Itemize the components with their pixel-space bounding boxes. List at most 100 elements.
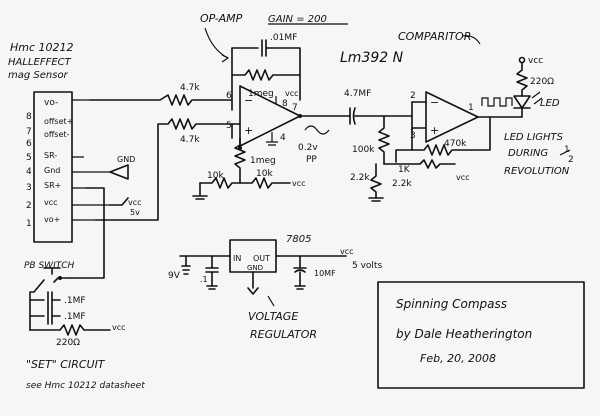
chip-pins: 8 vo- 7 offset+ 6 offset- 5 SR- 4 Gnd 3 … <box>26 98 73 229</box>
comparator-minus: − <box>430 96 439 109</box>
set-note: see Hmc 10212 datasheet <box>26 381 145 391</box>
feedback-r-label: 1meg <box>248 89 274 99</box>
regulator-part: 7805 <box>286 234 311 245</box>
chip-type-label: HALLEFFECT <box>8 57 72 68</box>
square-wave-icon <box>481 97 513 107</box>
reg-vin: 9V <box>168 271 181 281</box>
opamp-block: OP-AMP GAIN = 200 .01MF 1meg − + 6 5 7 8… <box>200 12 351 165</box>
sine-wave-icon <box>304 125 330 135</box>
ground-symbol-chip: GND <box>109 155 135 180</box>
title-block: Spinning Compass by Dale Heatherington F… <box>377 281 585 389</box>
opamp-gain: GAIN = 200 <box>268 14 327 25</box>
led-resistor-label: 220Ω <box>530 77 554 87</box>
r-470k-label: 470k <box>444 139 467 149</box>
chip-body <box>33 91 73 243</box>
pb-switch-label: PB SWITCH <box>24 261 75 271</box>
drawing-title: Spinning Compass <box>396 297 507 311</box>
opamp-pin-out: 7 <box>292 103 298 113</box>
opamp-vcc: vcc <box>285 89 299 98</box>
reg-in-label: IN <box>233 254 241 263</box>
led-note-1: LED LIGHTS <box>504 132 564 143</box>
vcc-5v-text: vcc <box>128 198 142 207</box>
led-diode-icon <box>513 95 531 109</box>
bias-r-label: 1meg <box>250 156 276 166</box>
r-10k-b-label: 10k <box>256 169 273 179</box>
vcc-5v-label: vcc 5v <box>109 197 142 217</box>
opamp-pin-plus: 5 <box>226 121 232 131</box>
pin-num-6: 6 <box>26 139 32 149</box>
reg-title-2: REGULATOR <box>250 328 317 341</box>
pin-label-6: offset- <box>44 130 70 139</box>
led-note-2: DURING <box>508 148 548 159</box>
reg-cout: 10MF <box>314 269 336 278</box>
led-label: LED <box>540 98 560 109</box>
led-note-3: REVOLUTION <box>504 166 570 177</box>
led-vcc: vcc <box>528 56 543 66</box>
opamp-title: OP-AMP <box>200 12 243 25</box>
pin-num-1: 1 <box>26 219 32 229</box>
chip-sensor-label: mag Sensor <box>8 70 69 81</box>
coupling-cap-label: 4.7MF <box>344 89 371 99</box>
r-22k-a-label: 2.2k <box>350 173 370 183</box>
r-in1-label: 4.7k <box>180 83 200 93</box>
r-10k-a-label: 10k <box>207 171 224 181</box>
comparator-triangle <box>425 91 479 143</box>
pin-num-7: 7 <box>26 127 32 137</box>
pin-label-5: SR- <box>44 151 57 160</box>
led-frac-top: 1 <box>564 145 570 155</box>
signal-amplitude: 0.2v <box>298 143 318 153</box>
opamp-pin-vcc: 8 <box>282 99 288 109</box>
set-circuit: PB SWITCH .1MF .1MF vcc 220Ω "SET" CIRCU… <box>24 187 145 391</box>
five-volt-text: 5v <box>130 208 140 217</box>
pin-label-1: vo+ <box>44 215 60 224</box>
reg-gnd-label: GND <box>247 264 263 272</box>
comparator-title: COMPARITOR <box>398 30 471 43</box>
opamp-minus: − <box>244 94 253 107</box>
r-1k-label: 1K <box>398 165 411 175</box>
set-title: "SET" CIRCUIT <box>26 358 106 371</box>
bias-network: 1meg 10k 10k vcc <box>192 123 306 200</box>
comparator-pin-out: 1 <box>468 103 474 113</box>
gnd-label: GND <box>117 155 135 164</box>
set-c2-label: .1MF <box>64 312 86 322</box>
opamp-pin-gnd: 4 <box>280 133 286 143</box>
reg-out-label: OUT <box>253 254 270 263</box>
set-vcc: vcc <box>112 323 126 332</box>
pin-label-7: offset+ <box>44 117 73 126</box>
comparator-block: COMPARITOR Lm392 N 4.7MF − + 2 3 1 100k … <box>340 30 521 202</box>
pin-num-8: 8 <box>26 112 32 122</box>
pin-label-3: SR+ <box>44 181 61 190</box>
comparator-pin-in: 2 <box>410 91 416 101</box>
voltage-regulator: 7805 IN OUT GND 9V .1 10MF vcc 5 volts V… <box>168 234 382 341</box>
r-100k-label: 100k <box>352 145 375 155</box>
led-circuit: vcc 220Ω LED LED LIGHTS DURING 1 2 REVOL… <box>504 56 574 177</box>
pin-num-4: 4 <box>26 167 32 177</box>
reg-out-volts: 5 volts <box>352 261 382 271</box>
feedback-cap-label: .01MF <box>270 33 297 43</box>
set-r-label: 220Ω <box>56 338 80 348</box>
reg-vcc: vcc <box>340 247 354 256</box>
comparator-pin-ref: 3 <box>410 131 416 141</box>
opamp-plus: + <box>244 124 253 137</box>
pin-label-8: vo- <box>44 98 58 108</box>
signal-pp: PP <box>306 155 317 165</box>
title-block-frame <box>377 281 585 389</box>
drawing-author: by Dale Heatherington <box>396 327 532 341</box>
opamp-triangle <box>239 85 301 147</box>
pin-label-2: vcc <box>44 198 58 207</box>
r-in2-label: 4.7k <box>180 135 200 145</box>
bias-vcc: vcc <box>292 179 306 188</box>
r-22k-b-label: 2.2k <box>392 179 412 189</box>
pin-num-2: 2 <box>26 201 32 211</box>
pin-num-5: 5 <box>26 153 32 163</box>
comparator-plus: + <box>430 124 439 137</box>
comparator-vcc: vcc <box>456 173 470 182</box>
opamp-pin-minus: 6 <box>226 91 232 101</box>
comparator-part: Lm392 N <box>340 50 404 66</box>
reg-cin: .1 <box>200 275 208 284</box>
reg-title-1: VOLTAGE <box>248 310 298 323</box>
set-c1-label: .1MF <box>64 296 86 306</box>
led-frac-bottom: 2 <box>568 155 574 165</box>
